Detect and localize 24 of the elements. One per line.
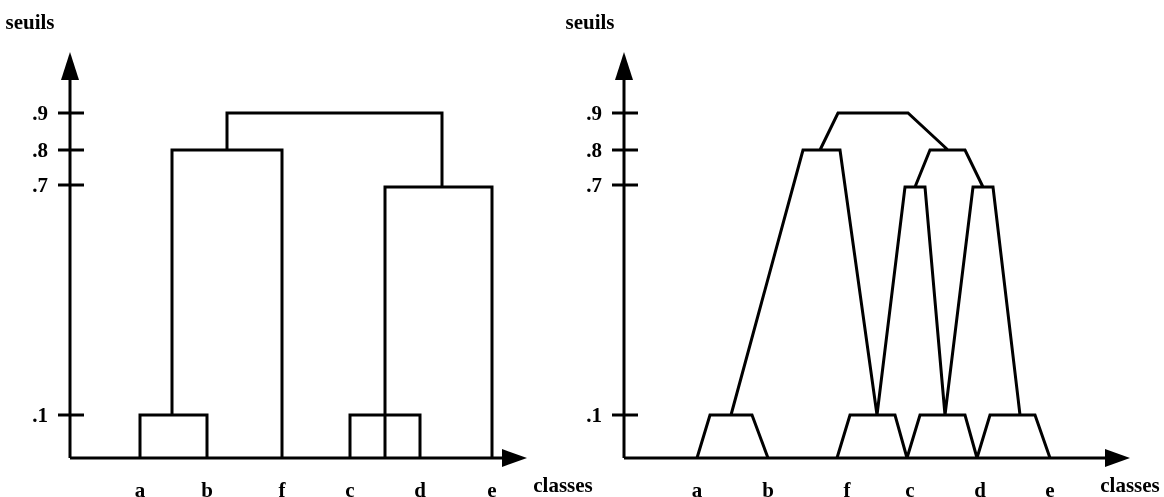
- class-label: e: [1045, 479, 1055, 497]
- tick-label: .1: [586, 404, 602, 426]
- class-label: b: [762, 479, 774, 497]
- axis-title: seuils: [565, 11, 615, 33]
- tick-label: .8: [586, 139, 602, 161]
- tick-label: .9: [586, 102, 602, 124]
- class-label: c: [345, 479, 355, 497]
- class-label: e: [487, 479, 497, 497]
- class-label: f: [843, 479, 851, 497]
- tick-label: .7: [32, 174, 48, 196]
- class-label: f: [278, 479, 286, 497]
- axis-title: classes: [1100, 474, 1160, 496]
- class-label: b: [201, 479, 213, 497]
- tick-label: .1: [32, 404, 48, 426]
- class-label: a: [134, 479, 146, 497]
- class-label: d: [414, 479, 426, 497]
- axis-title: seuils: [5, 11, 55, 33]
- axis-title: classes: [533, 474, 593, 496]
- tick-label: .9: [32, 102, 48, 124]
- class-label: a: [691, 479, 703, 497]
- class-label: d: [974, 479, 986, 497]
- class-label: c: [905, 479, 915, 497]
- tick-label: .7: [586, 174, 602, 196]
- tick-label: .8: [32, 139, 48, 161]
